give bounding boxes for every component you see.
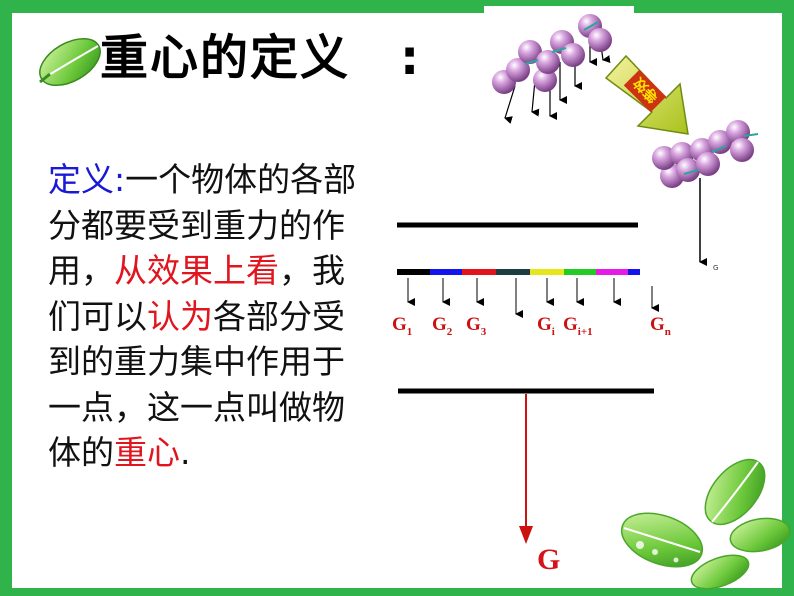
definition-colon: :	[114, 160, 126, 199]
force-label-gi: Gi	[537, 314, 555, 338]
definition-part2: ，我们可以	[48, 251, 345, 336]
force-label-g3: G3	[466, 314, 487, 338]
definition-text: 定义:一个物体的各部分都要受到重力的作用，从效果上看，我们可以认为各部分受到的重…	[48, 157, 368, 476]
force-label-g2: G2	[432, 314, 453, 338]
resultant-arrow	[519, 394, 533, 544]
leaf-icon	[39, 37, 101, 87]
definition-red1: 从效果上看	[114, 251, 279, 290]
force-arrows	[407, 278, 659, 318]
panel-notch	[484, 6, 634, 18]
force-label-g1: G1	[392, 314, 413, 338]
definition-label: 定义	[48, 160, 114, 199]
molecule-cluster-icon	[652, 120, 759, 266]
force-label-gn: Gn	[650, 314, 671, 338]
molecule-cluster-icon	[492, 14, 612, 124]
definition-part1: 一个物体的各部分都要受到重力的作用，	[48, 160, 357, 290]
definition-part3: 各部分受到的重力集中作用于一点，这一点叫做物体的	[48, 296, 345, 473]
leaves-decoration-icon	[620, 458, 791, 590]
definition-red3: 重心	[114, 433, 180, 472]
definition-red2: 认为	[147, 296, 213, 336]
equivalent-arrow-icon: 等效	[604, 54, 689, 135]
definition-end: .	[180, 433, 191, 472]
force-label-gi1: Gi+1	[563, 314, 593, 338]
page-title: 重心的定义	[100, 30, 351, 86]
resultant-label: G	[537, 543, 561, 576]
molecule-weight-label: G	[713, 264, 719, 272]
title-colon: :	[400, 30, 420, 86]
